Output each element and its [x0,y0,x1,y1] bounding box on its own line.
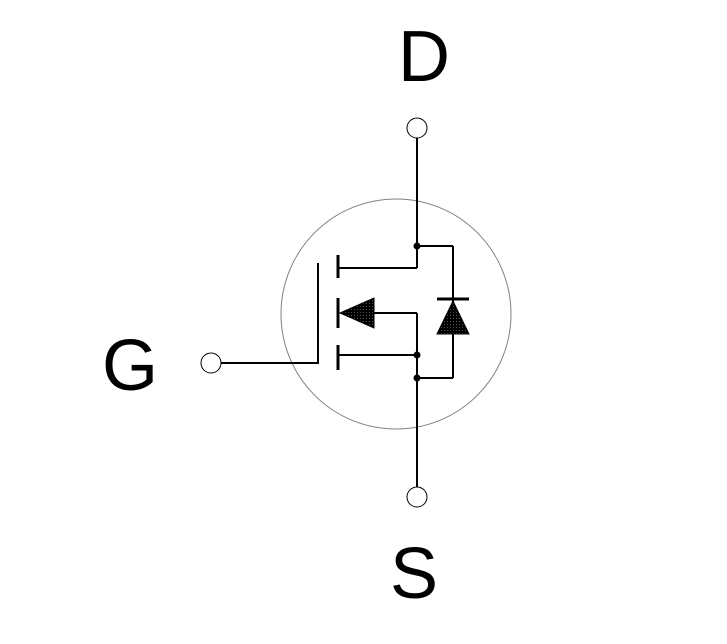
junction-dots [413,242,421,382]
drain-pin-circle [406,117,428,139]
junction-dot-source-diode [413,374,421,382]
source-label: S [390,534,438,614]
drain-label: D [398,17,450,97]
gate-label: G [102,326,158,406]
gate-terminal [200,263,319,374]
gate-pin-circle [200,352,222,374]
body-diode [417,245,470,379]
transistor-body-circle [280,198,512,430]
source-pin-circle [406,486,428,508]
diode-anode-triangle [436,299,470,335]
body-arrow [338,297,375,329]
internal-wiring [338,267,418,356]
junction-dot-source-channel [413,351,421,359]
junction-dot-drain-diode [413,242,421,250]
